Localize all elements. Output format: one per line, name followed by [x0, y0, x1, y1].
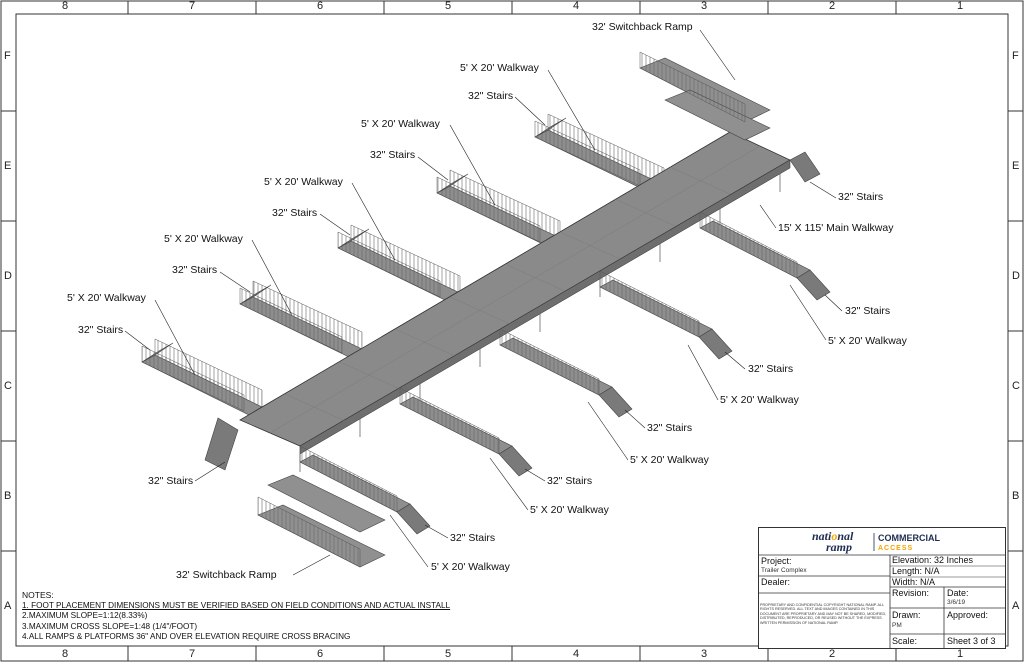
date-value: 3/6/19 — [947, 599, 966, 606]
zone-col-1-bottom: 1 — [957, 648, 964, 660]
zone-row-b-left: B — [4, 490, 12, 502]
zone-row-a-right: A — [1012, 600, 1020, 612]
zone-col-3-top: 3 — [701, 0, 708, 12]
callout-stairs: 32" Stairs — [450, 532, 496, 544]
national-ramp-logo: national ramp COMMERCIAL ACCESS — [812, 529, 940, 554]
callout-stairs: 32" Stairs — [78, 324, 124, 336]
callout-walkway: 5' X 20' Walkway — [720, 394, 799, 406]
switchback-ramps — [257, 51, 771, 568]
callout-stairs: 32" Stairs — [547, 475, 593, 487]
callout-switchback-bottom: 32' Switchback Ramp — [176, 569, 277, 581]
date-label: Date: — [947, 588, 969, 598]
zone-col-6-bottom: 6 — [317, 648, 324, 660]
callout-stairs: 32" Stairs — [845, 305, 891, 317]
callout-switchback-top: 32' Switchback Ramp — [592, 21, 693, 33]
callout-walkway: 5' X 20' Walkway — [164, 233, 243, 245]
zone-row-f-right: F — [1012, 50, 1019, 62]
svg-text:national: national — [812, 529, 854, 543]
note-item: 2.MAXIMUM SLOPE=1:12(8.33%) — [22, 611, 148, 621]
note-item: 1. FOOT PLACEMENT DIMENSIONS MUST BE VER… — [22, 600, 451, 610]
callout-stairs: 32" Stairs — [838, 191, 884, 203]
zone-col-7-top: 7 — [189, 0, 196, 12]
zone-col-4-top: 4 — [573, 0, 580, 12]
zone-col-3-bottom: 3 — [701, 648, 708, 660]
zone-col-8-bottom: 8 — [62, 648, 69, 660]
zone-row-c-right: C — [1012, 380, 1020, 392]
note-item: 4.ALL RAMPS & PLATFORMS 36" AND OVER ELE… — [22, 632, 351, 642]
zone-col-2-top: 2 — [829, 0, 836, 12]
callout-walkway: 5' X 20' Walkway — [828, 335, 907, 347]
elevation-field: Elevation: 32 Inches — [892, 555, 974, 565]
callout-stairs: 32" Stairs — [748, 363, 794, 375]
drawn-label: Drawn: — [892, 610, 921, 620]
title-block-grid: national ramp COMMERCIAL ACCESS — [758, 527, 1006, 649]
callout-stairs: 32" Stairs — [148, 475, 194, 487]
leader-lines — [124, 29, 843, 576]
zone-col-7-bottom: 7 — [189, 648, 196, 660]
proprietary-notice: PROPRIETARY AND CONFIDENTIAL COPYRIGHT N… — [760, 603, 887, 625]
project-label: Project: — [761, 556, 792, 566]
lower-branch-walkways — [299, 211, 811, 513]
callout-main-walkway: 15' X 115' Main Walkway — [778, 222, 894, 234]
zone-col-8-top: 8 — [62, 0, 69, 12]
zone-row-f-left: F — [4, 50, 11, 62]
zone-col-5-top: 5 — [445, 0, 452, 12]
note-item: 3.MAXIMUM CROSS SLOPE=1:48 (1/4"/FOOT) — [22, 621, 198, 631]
callout-walkway: 5' X 20' Walkway — [431, 561, 510, 573]
callout-walkway: 5' X 20' Walkway — [67, 292, 146, 304]
callout-walkway: 5' X 20' Walkway — [264, 176, 343, 188]
callout-walkway: 5' X 20' Walkway — [530, 504, 609, 516]
width-field: Width: N/A — [892, 577, 936, 587]
scale-label: Scale: — [892, 636, 918, 646]
project-value: Trailer Complex — [761, 567, 807, 574]
callout-stairs: 32" Stairs — [468, 90, 514, 102]
upper-branch-walkways — [141, 113, 665, 416]
callout-walkway: 5' X 20' Walkway — [630, 454, 709, 466]
zone-col-4-bottom: 4 — [573, 648, 580, 660]
callout-stairs: 32" Stairs — [272, 207, 318, 219]
callout-stairs: 32" Stairs — [370, 149, 416, 161]
approved-label: Approved: — [947, 610, 989, 620]
notes-title: NOTES: — [22, 590, 54, 600]
callout-stairs: 32" Stairs — [647, 422, 693, 434]
stairs-group — [141, 117, 831, 535]
zone-row-d-right: D — [1012, 270, 1020, 282]
svg-text:COMMERCIAL: COMMERCIAL — [878, 533, 940, 543]
revision-label: Revision: — [892, 588, 930, 598]
svg-text:ACCESS: ACCESS — [878, 545, 913, 552]
notes-block: NOTES: 1. FOOT PLACEMENT DIMENSIONS MUST… — [22, 590, 502, 643]
zone-row-b-right: B — [1012, 490, 1020, 502]
callout-stairs: 32" Stairs — [172, 264, 218, 276]
title-block: national ramp COMMERCIAL ACCESS Project:… — [758, 527, 1006, 649]
zone-row-e-right: E — [1012, 160, 1020, 172]
callout-walkway: 5' X 20' Walkway — [361, 118, 440, 130]
drawn-value: PM — [892, 622, 902, 629]
zone-row-d-left: D — [4, 270, 12, 282]
svg-text:ramp: ramp — [826, 540, 852, 554]
zone-col-2-bottom: 2 — [829, 648, 836, 660]
sheet-number: Sheet 3 of 3 — [947, 636, 996, 646]
dealer-label: Dealer: — [761, 577, 791, 587]
zone-col-1-top: 1 — [957, 0, 964, 12]
zone-row-e-left: E — [4, 160, 12, 172]
length-field: Length: N/A — [892, 566, 940, 576]
zone-col-5-bottom: 5 — [445, 648, 452, 660]
zone-row-a-left: A — [4, 600, 12, 612]
callout-walkway: 5' X 20' Walkway — [460, 62, 539, 74]
zone-row-c-left: C — [4, 380, 12, 392]
zone-col-6-top: 6 — [317, 0, 324, 12]
